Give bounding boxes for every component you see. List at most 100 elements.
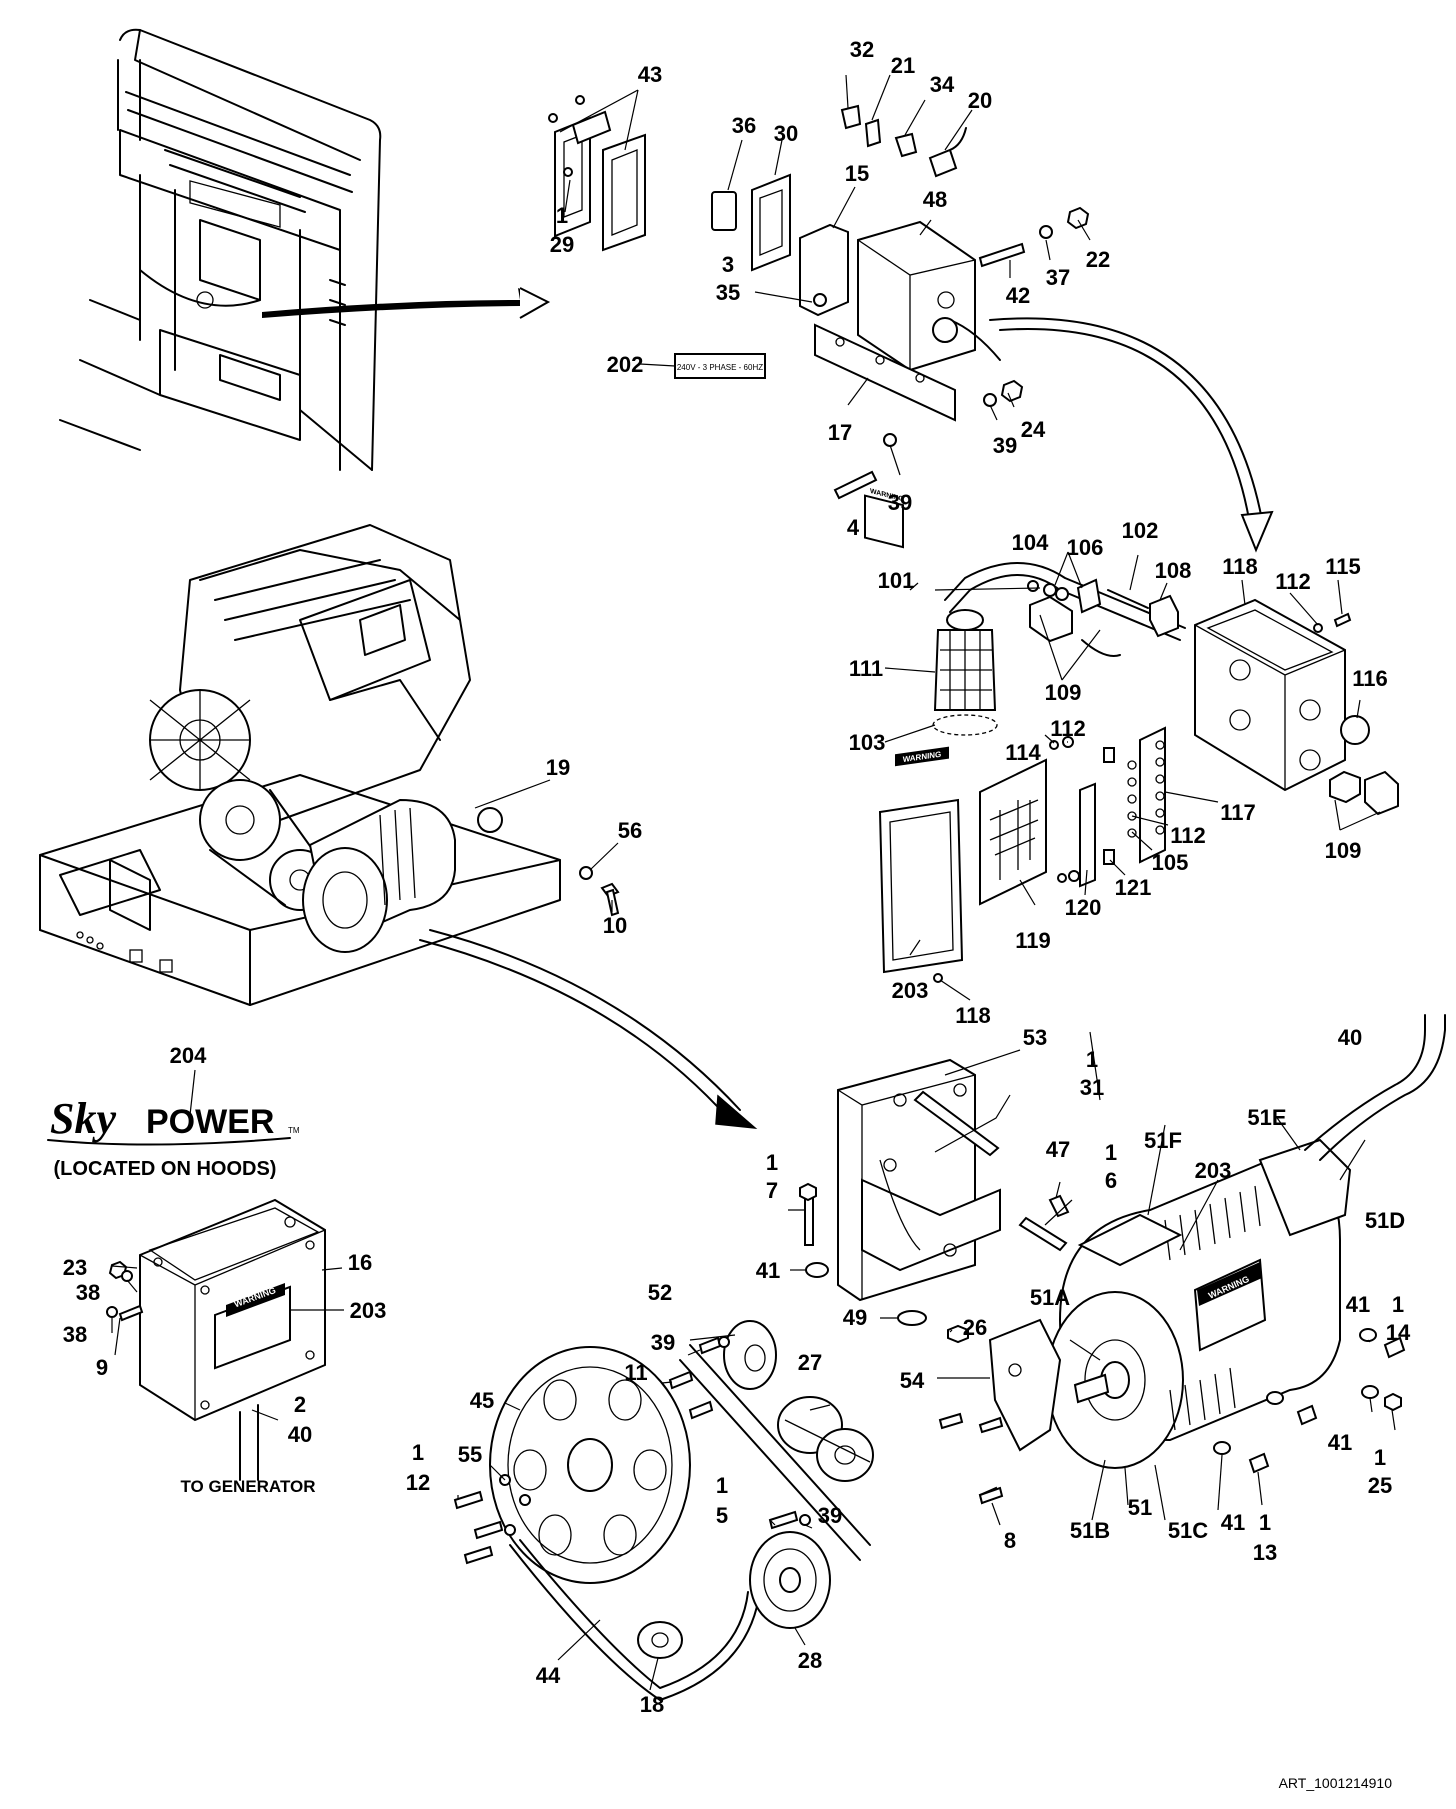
callout-51E: 51E bbox=[1247, 1105, 1286, 1130]
callout-29: 29 bbox=[550, 232, 574, 257]
arrow-engine-to-generator bbox=[419, 929, 758, 1129]
callout-19: 19 bbox=[546, 755, 570, 780]
callout-114: 114 bbox=[1005, 740, 1041, 765]
arrow-console-to-junction-box bbox=[262, 287, 551, 319]
callout-55: 55 bbox=[458, 1442, 482, 1467]
callout-51D: 51D bbox=[1365, 1208, 1405, 1233]
callout-47: 47 bbox=[1046, 1137, 1070, 1162]
callout-51: 51 bbox=[1128, 1495, 1152, 1520]
callout-54: 54 bbox=[900, 1368, 925, 1393]
callout-203-cover: 203 bbox=[892, 978, 929, 1003]
callout-3: 3 bbox=[722, 252, 734, 277]
logo-power: POWER bbox=[146, 1103, 274, 1141]
callout-40-cable: 40 bbox=[1338, 1025, 1362, 1050]
callout-119: 119 bbox=[1015, 928, 1051, 953]
callout-121: 121 bbox=[1115, 875, 1152, 900]
callout-numbers: 32 43 21 34 20 36 30 15 48 1 29 22 37 42… bbox=[63, 37, 1411, 1717]
callout-49: 49 bbox=[843, 1305, 867, 1330]
callout-22: 22 bbox=[1086, 247, 1110, 272]
callout-109-lower: 109 bbox=[1325, 838, 1362, 863]
engine-frame-illustration bbox=[39, 524, 620, 1006]
callout-1-item-31: 1 bbox=[1086, 1047, 1098, 1072]
callout-28: 28 bbox=[798, 1648, 822, 1673]
callout-15: 15 bbox=[845, 161, 869, 186]
callout-21: 21 bbox=[891, 53, 915, 78]
callout-202: 202 bbox=[607, 352, 644, 377]
callout-52: 52 bbox=[648, 1280, 672, 1305]
callout-117: 117 bbox=[1220, 800, 1256, 825]
callout-56: 56 bbox=[618, 818, 642, 843]
callout-26: 26 bbox=[963, 1315, 987, 1340]
callout-203-genbox: 203 bbox=[350, 1298, 387, 1323]
callout-24: 24 bbox=[1021, 417, 1046, 442]
callout-45: 45 bbox=[470, 1388, 494, 1413]
callout-108: 108 bbox=[1155, 558, 1192, 583]
callout-51B: 51B bbox=[1070, 1518, 1110, 1543]
callout-120: 120 bbox=[1065, 895, 1102, 920]
generator-assembly: WARNING bbox=[453, 1014, 1446, 1701]
callout-39-tensioner: 39 bbox=[818, 1503, 842, 1528]
callout-14: 14 bbox=[1386, 1320, 1411, 1345]
callout-41-right-lower: 41 bbox=[1328, 1430, 1352, 1455]
callout-23: 23 bbox=[63, 1255, 87, 1280]
callout-2: 2 bbox=[294, 1392, 306, 1417]
pulley-holes bbox=[513, 1379, 667, 1556]
generator-junction-box: WARNING bbox=[106, 1198, 326, 1481]
callout-20: 20 bbox=[968, 88, 992, 113]
callout-12: 12 bbox=[406, 1470, 430, 1495]
callout-112-top: 112 bbox=[1275, 569, 1311, 594]
callout-48: 48 bbox=[923, 187, 947, 212]
skypower-logo: Sky POWER TM bbox=[47, 1094, 300, 1146]
callout-44: 44 bbox=[536, 1663, 561, 1688]
callout-16: 16 bbox=[348, 1250, 372, 1275]
callout-204: 204 bbox=[170, 1043, 207, 1068]
located-on-hoods-note: (LOCATED ON HOODS) bbox=[54, 1158, 277, 1180]
callout-106: 106 bbox=[1067, 535, 1104, 560]
callout-1-item-6: 1 bbox=[1105, 1140, 1117, 1165]
callout-51C: 51C bbox=[1168, 1518, 1208, 1543]
callout-42: 42 bbox=[1006, 283, 1030, 308]
callout-39-hub: 39 bbox=[651, 1330, 675, 1355]
callout-203-generator: 203 bbox=[1195, 1158, 1232, 1183]
callout-51F: 51F bbox=[1144, 1128, 1182, 1153]
callout-102: 102 bbox=[1122, 518, 1159, 543]
callout-118-top: 118 bbox=[1222, 554, 1258, 579]
platform-console-illustration bbox=[59, 28, 382, 471]
callout-30: 30 bbox=[774, 121, 798, 146]
callout-6: 6 bbox=[1105, 1168, 1117, 1193]
callout-1-item-7: 1 bbox=[766, 1150, 778, 1175]
callout-1-item-13: 1 bbox=[1259, 1510, 1271, 1535]
callout-115: 115 bbox=[1325, 554, 1361, 579]
callout-118-bottom: 118 bbox=[955, 1003, 991, 1028]
arrow-junction-to-exploded-box bbox=[989, 317, 1274, 553]
callout-39-lower: 39 bbox=[888, 490, 912, 515]
callout-11: 11 bbox=[624, 1360, 647, 1385]
callout-112-middle: 112 bbox=[1050, 716, 1086, 741]
callout-10: 10 bbox=[603, 913, 627, 938]
callout-8: 8 bbox=[1004, 1528, 1016, 1553]
callout-103: 103 bbox=[849, 730, 886, 755]
callout-109-upper: 109 bbox=[1045, 680, 1082, 705]
callout-9: 9 bbox=[96, 1355, 108, 1380]
callout-18: 18 bbox=[640, 1692, 664, 1717]
exploded-electrical-box: WARNING bbox=[878, 562, 1399, 983]
to-generator-note: TO GENERATOR bbox=[180, 1477, 315, 1496]
callout-4: 4 bbox=[847, 515, 860, 540]
leader-lines bbox=[111, 74, 1396, 1691]
callout-5: 5 bbox=[716, 1503, 728, 1528]
callout-1-item-12: 1 bbox=[412, 1440, 424, 1465]
callout-7: 7 bbox=[766, 1178, 778, 1203]
callout-112-lower: 112 bbox=[1170, 823, 1206, 848]
callout-105: 105 bbox=[1152, 850, 1189, 875]
logo-sky: Sky bbox=[50, 1094, 116, 1143]
callout-32: 32 bbox=[850, 37, 874, 62]
callout-111: 111 bbox=[849, 656, 883, 681]
callout-39-upper: 39 bbox=[993, 433, 1017, 458]
callout-116: 116 bbox=[1352, 666, 1388, 691]
callout-37: 37 bbox=[1046, 265, 1070, 290]
callout-101: 101 bbox=[878, 568, 915, 593]
callout-13: 13 bbox=[1253, 1540, 1277, 1565]
callout-43: 43 bbox=[638, 62, 662, 87]
callout-25: 25 bbox=[1368, 1473, 1392, 1498]
art-number: ART_1001214910 bbox=[1279, 1775, 1393, 1791]
